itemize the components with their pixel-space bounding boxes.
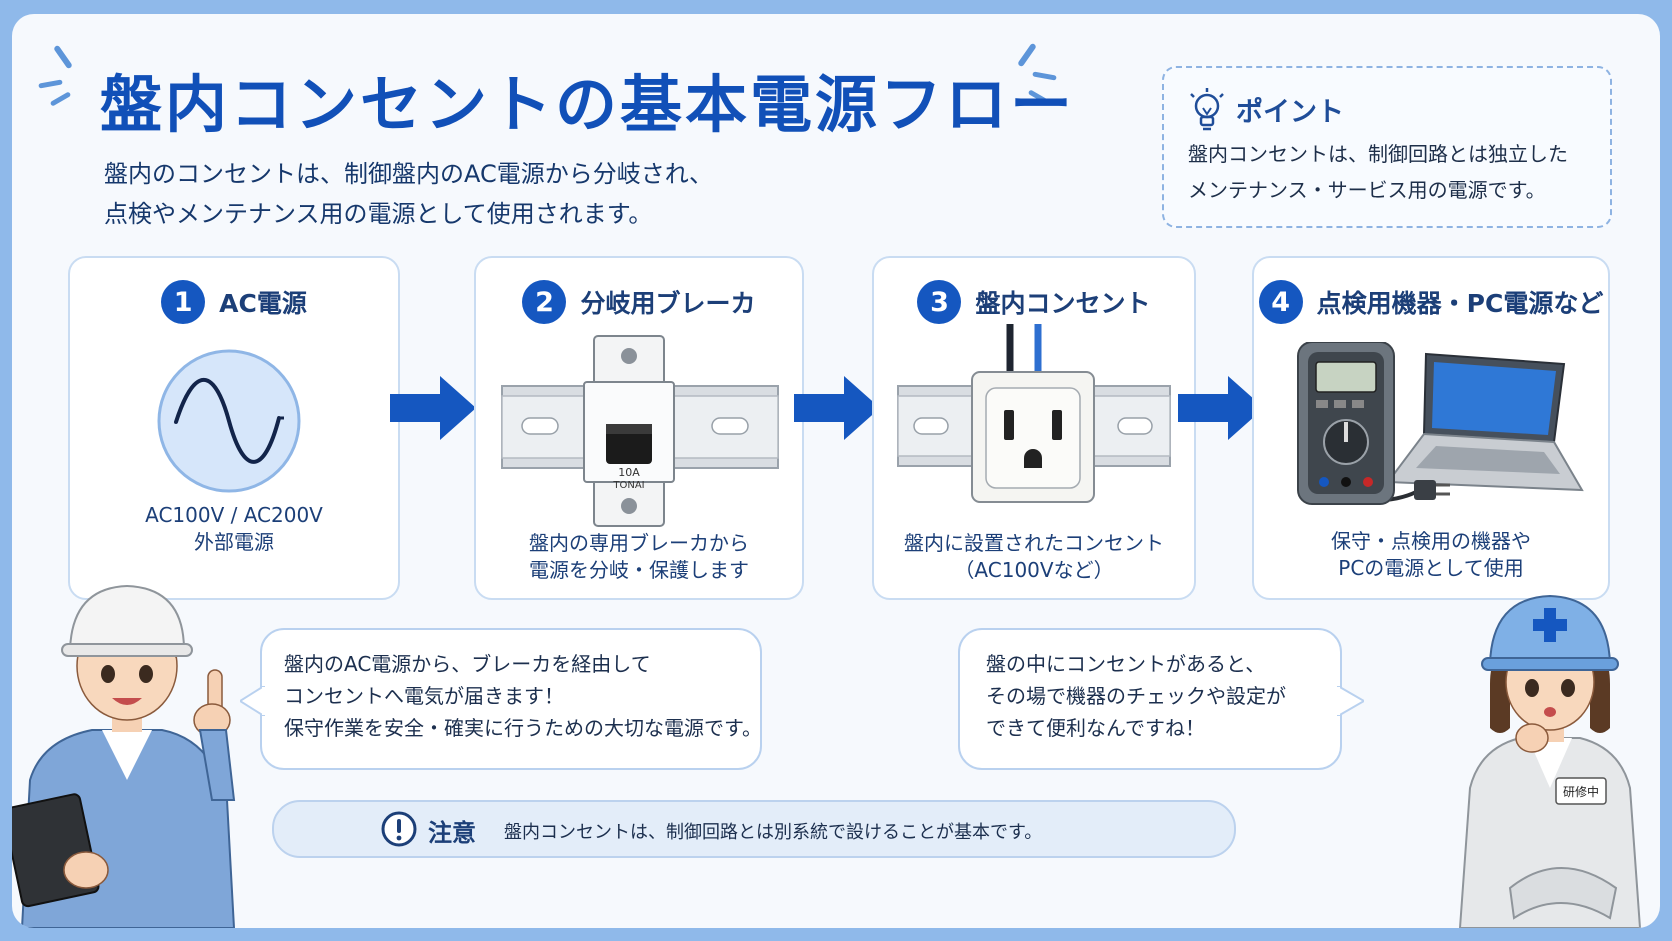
ac-wave-icon bbox=[157, 349, 301, 493]
point-line: 盤内コンセントは、制御回路とは独立した bbox=[1188, 142, 1568, 166]
step-desc-line: 電源を分岐・保護します bbox=[529, 558, 749, 582]
subtitle-line: 点検やメンテナンス用の電源として使用されます。 bbox=[104, 200, 653, 228]
subtitle-line: 盤内のコンセントは、制御盤内のAC電源から分岐され、 bbox=[104, 160, 713, 188]
point-line: メンテナンス・サービス用の電源です。 bbox=[1188, 178, 1546, 202]
step-desc-line: 盤内の専用ブレーカから bbox=[529, 531, 749, 555]
bubble-tail bbox=[1336, 686, 1364, 716]
step-card-ac-power: 1 AC電源 AC100V / AC200V 外部電源 bbox=[68, 256, 400, 600]
breaker-icon: 10A TONAI bbox=[501, 335, 779, 527]
name-badge-text: 研修中 bbox=[1563, 784, 1599, 799]
bubble-line: その場で機器のチェックや設定が bbox=[986, 684, 1286, 708]
engineer-male-illustration bbox=[12, 584, 236, 928]
step-header: 3 盤内コンセント bbox=[874, 280, 1194, 324]
step-number-badge: 1 bbox=[161, 280, 206, 324]
point-text: 盤内コンセントは、制御回路とは独立した メンテナンス・サービス用の電源です。 bbox=[1188, 136, 1568, 208]
step-card-devices: 4 点検用機器・PC電源など bbox=[1252, 256, 1610, 600]
step-description: AC100V / AC200V 外部電源 bbox=[70, 502, 398, 556]
bubble-tail bbox=[240, 686, 266, 716]
breaker-brand-text: TONAI bbox=[612, 480, 644, 491]
engineer-female-illustration: 研修中 bbox=[1458, 594, 1642, 928]
flow-arrow-icon bbox=[794, 376, 880, 440]
point-title: ポイント bbox=[1236, 97, 1344, 128]
step-number-badge: 3 bbox=[917, 280, 962, 324]
step-description: 盤内の専用ブレーカから 電源を分岐・保護します bbox=[476, 530, 802, 584]
step-desc-line: 外部電源 bbox=[194, 530, 274, 554]
slide-frame: 盤内コンセントの基本電源フロー 盤内のコンセントは、制御盤内のAC電源から分岐さ… bbox=[12, 14, 1660, 928]
multimeter-laptop-icon bbox=[1297, 342, 1584, 505]
step-description: 盤内に設置されたコンセント （AC100Vなど） bbox=[874, 530, 1194, 584]
step-number-badge: 2 bbox=[522, 280, 567, 324]
bubble-left-text: 盤内のAC電源から、ブレーカを経由して コンセントへ電気が届きます！ 保守作業を… bbox=[284, 648, 762, 744]
breaker-rating-text: 10A bbox=[618, 466, 640, 479]
step-title: 盤内コンセント bbox=[975, 289, 1151, 318]
step-desc-line: PCの電源として使用 bbox=[1338, 556, 1524, 580]
bubble-line: 保守作業を安全・確実に行うための大切な電源です。 bbox=[284, 716, 762, 740]
caution-label: 注意 bbox=[428, 819, 476, 847]
page-subtitle: 盤内のコンセントは、制御盤内のAC電源から分岐され、 点検やメンテナンス用の電源… bbox=[104, 154, 713, 234]
step-desc-line: AC100V / AC200V bbox=[145, 503, 323, 527]
outlet-icon bbox=[897, 324, 1171, 503]
step-desc-line: 保守・点検用の機器や bbox=[1331, 529, 1531, 553]
page-title: 盤内コンセントの基本電源フロー bbox=[100, 68, 1076, 141]
flow-arrow-icon bbox=[390, 376, 476, 440]
step-header: 2 分岐用ブレーカ bbox=[476, 280, 802, 324]
step-title: 点検用機器・PC電源など bbox=[1316, 289, 1604, 318]
step-card-branch-breaker: 2 分岐用ブレーカ 10A TONAI 盤内の専用ブレーカから 電源を分岐・保護… bbox=[474, 256, 804, 600]
step-number-badge: 4 bbox=[1258, 280, 1303, 324]
bubble-line: 盤の中にコンセントがあると、 bbox=[986, 652, 1266, 676]
speech-bubble-left: 盤内のAC電源から、ブレーカを経由して コンセントへ電気が届きます！ 保守作業を… bbox=[240, 628, 762, 770]
step-title: 分岐用ブレーカ bbox=[580, 289, 756, 318]
caution-bar: 注意 盤内コンセントは、制御回路とは別系統で設けることが基本です。 bbox=[272, 800, 1236, 858]
step-card-panel-outlet: 3 盤内コンセント 盤内に設置されたコンセント （AC100Vなど） bbox=[872, 256, 1196, 600]
step-desc-line: （AC100Vなど） bbox=[954, 558, 1114, 582]
speech-bubble-right: 盤の中にコンセントがあると、 その場で機器のチェックや設定が できて便利なんです… bbox=[958, 628, 1364, 770]
point-box: ポイント 盤内コンセントは、制御回路とは独立した メンテナンス・サービス用の電源… bbox=[1162, 66, 1612, 228]
bubble-line: できて便利なんですね！ bbox=[986, 716, 1205, 740]
flow-arrow-icon bbox=[1178, 376, 1264, 440]
step-header: 4 点検用機器・PC電源など bbox=[1254, 280, 1608, 324]
step-header: 1 AC電源 bbox=[70, 280, 398, 324]
exclamation-icon bbox=[381, 811, 417, 847]
step-desc-line: 盤内に設置されたコンセント bbox=[904, 531, 1164, 555]
caution-text: 盤内コンセントは、制御回路とは別系統で設けることが基本です。 bbox=[504, 822, 1043, 843]
step-title: AC電源 bbox=[219, 289, 307, 318]
bubble-line: 盤内のAC電源から、ブレーカを経由して bbox=[284, 652, 651, 676]
bubble-line: コンセントへ電気が届きます！ bbox=[284, 684, 564, 708]
step-description: 保守・点検用の機器や PCの電源として使用 bbox=[1254, 528, 1608, 582]
bubble-right-text: 盤の中にコンセントがあると、 その場で機器のチェックや設定が できて便利なんです… bbox=[986, 648, 1286, 744]
lightbulb-icon bbox=[1190, 88, 1224, 131]
